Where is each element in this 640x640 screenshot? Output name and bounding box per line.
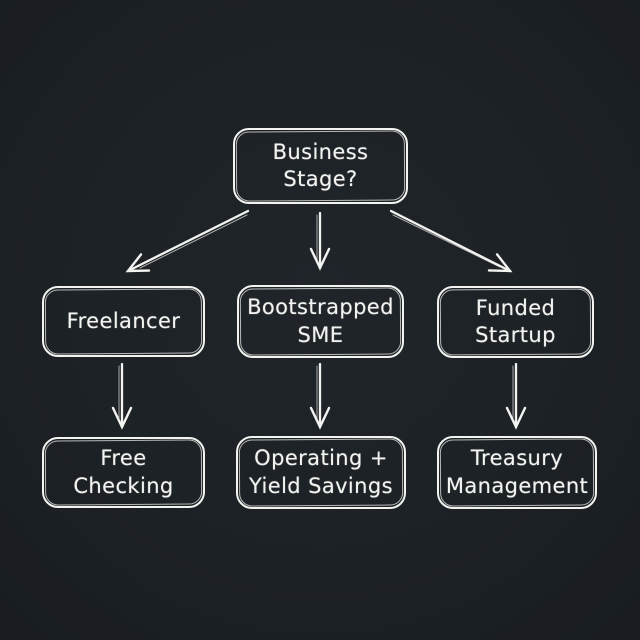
arrow-root-to-bootstrapped [309, 211, 331, 271]
node-label-line: Funded [475, 295, 556, 320]
node-treasury-management: Treasury Management [437, 436, 597, 509]
node-bootstrapped-sme: Bootstrapped SME [237, 285, 404, 358]
node-label-line: Treasury [470, 446, 564, 471]
node-label-line: Business [272, 139, 369, 164]
node-label-line: Operating + [254, 446, 388, 471]
node-free-checking: Free Checking [42, 437, 205, 508]
arrow-freelancer-to-free-checking [111, 362, 133, 430]
arrow-funded-to-treasury [505, 362, 527, 430]
node-operating-yield-savings: Operating + Yield Savings [236, 436, 406, 509]
node-label-line: Stage? [283, 167, 358, 191]
node-funded-startup: Funded Startup [437, 286, 594, 358]
node-label-line: Freelancer [66, 308, 181, 333]
arrow-root-to-freelancer [125, 209, 250, 273]
node-label-line: Startup [475, 323, 556, 347]
node-label-line: Bootstrapped [247, 295, 394, 320]
arrow-bootstrapped-to-operating [309, 362, 331, 430]
node-label-line: Yield Savings [249, 473, 393, 498]
node-label-line: SME [297, 322, 344, 347]
node-label-line: Free [100, 446, 147, 471]
node-label-line: Management [445, 473, 589, 498]
arrow-root-to-funded [389, 209, 513, 273]
node-label-line: Checking [73, 473, 174, 498]
node-freelancer: Freelancer [42, 286, 205, 357]
node-business-stage: Business Stage? [233, 128, 408, 204]
